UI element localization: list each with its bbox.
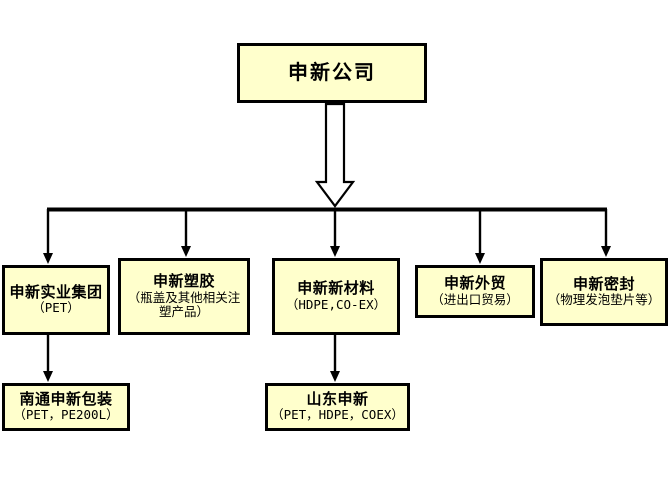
arrowhead-xcl [330,246,340,257]
node-title: 申新密封 [572,274,635,293]
node-shenxin-industrial-group[interactable]: 申新实业集团 （PET） [2,265,110,335]
node-subtitle: （进出口贸易） [431,291,519,307]
node-nantong-shenxin-packaging[interactable]: 南通申新包装 （PET，PE200L） [2,383,130,431]
arrowhead-ntbz [43,371,53,382]
node-subtitle: （PET） [32,300,80,316]
node-title: 申新塑胶 [152,271,215,290]
node-subtitle: （瓶盖及其他相关注塑产品） [127,289,241,320]
node-subtitle: （物理发泡垫片等） [547,292,661,308]
node-title: 申新新材料 [297,279,375,298]
node-shenxin-sealing[interactable]: 申新密封 （物理发泡垫片等） [540,258,668,326]
node-shenxin-plastics[interactable]: 申新塑胶 （瓶盖及其他相关注塑产品） [118,258,250,335]
node-shandong-shenxin[interactable]: 山东申新 （PET，HDPE，COEX） [265,383,410,431]
node-subtitle: （HDPE,CO-EX） [285,296,387,312]
node-title: 申新外贸 [443,274,506,293]
arrowhead-sy [43,253,53,264]
node-title: 申新公司 [288,60,376,85]
node-subtitle: （PET，HDPE，COEX） [271,407,404,423]
node-title: 申新实业集团 [9,282,103,301]
arrowhead-sj [181,246,191,257]
node-shenxin-new-materials[interactable]: 申新新材料 （HDPE,CO-EX） [272,258,400,335]
arrowhead-wm [475,253,485,264]
node-title: 南通申新包装 [19,389,113,408]
arrowhead-mf [601,246,611,257]
node-subtitle: （PET，PE200L） [13,407,119,423]
node-shenxin-company[interactable]: 申新公司 [237,43,427,103]
node-shenxin-foreign-trade[interactable]: 申新外贸 （进出口贸易） [415,265,535,318]
node-title: 山东申新 [306,389,369,408]
arrowhead-sdsx [330,371,340,382]
block-arrow-root-to-bus [314,102,356,208]
